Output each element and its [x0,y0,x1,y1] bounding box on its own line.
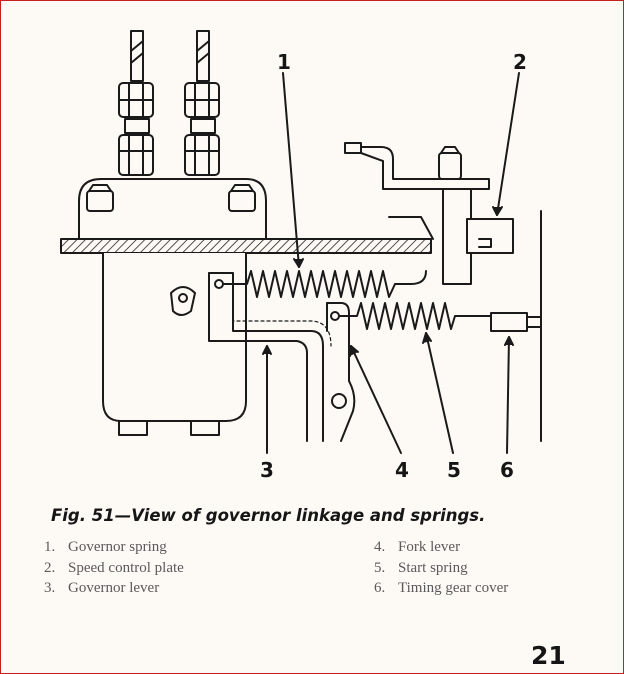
speed-control-linkage [344,142,490,285]
page-number: 21 [531,641,566,670]
legend-item: 4. Fork lever [374,537,508,558]
legend-item: 2. Speed control plate [44,558,184,579]
pump-head [78,178,267,240]
legend-item: 6. Timing gear cover [374,578,508,599]
callout-1: 1 [277,50,291,74]
legend-label: Start spring [398,559,468,576]
governor-spring [222,270,427,298]
timing-gear-cover [490,210,542,442]
legend-number: 6. [374,580,386,596]
callout-5: 5 [447,458,461,482]
callout-3: 3 [260,458,274,482]
legend-item: 3. Governor lever [44,578,184,599]
legend-label: Speed control plate [68,559,184,576]
start-spring [338,302,504,330]
hidden-outline [232,300,332,347]
callout-6: 6 [500,458,514,482]
callout-4: 4 [395,458,409,482]
pump-body [102,252,247,436]
legend-number: 1. [44,539,56,555]
injector-nuts [118,82,220,176]
hatched-mounting-plate [60,238,432,254]
legend-item: 5. Start spring [374,558,508,579]
legend-label: Fork lever [398,539,461,555]
injector-pipes [130,30,210,82]
figure-caption: Fig. 51—View of governor linkage and spr… [51,506,486,525]
legend-label: Timing gear cover [398,580,509,596]
legend-right: 4. Fork lever 5. Start spring 6. Timing gea… [374,537,508,599]
legend-number: 5. [374,559,386,576]
legend-number: 2. [44,559,56,576]
legend-label: Governor spring [68,539,167,555]
legend-number: 3. [44,580,56,596]
fork-lever [326,302,356,442]
leader-lines [262,72,520,454]
governor-linkage-diagram: 1 2 3 4 5 6 [60,30,542,482]
legend-number: 4. [374,539,386,555]
legend-item: 1. Governor spring [44,537,184,558]
legend-left: 1.Governor spring 2.Speed control plate … [44,537,184,599]
speed-control-plate [466,218,514,254]
callout-2: 2 [513,50,527,74]
legend-label: Governor lever [68,580,160,596]
